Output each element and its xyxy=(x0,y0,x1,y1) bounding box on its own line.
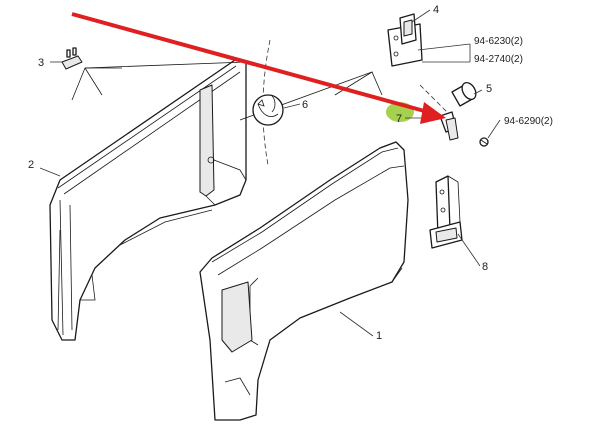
label-part-4: 4 xyxy=(433,4,439,16)
label-code-94-2740: 94-2740(2) xyxy=(474,54,523,65)
part-1-fender xyxy=(199,141,409,421)
screw-94-6290 xyxy=(479,137,489,147)
part-5-spacer xyxy=(451,81,477,107)
part-3-clip xyxy=(61,47,83,70)
part-6-harness xyxy=(252,94,284,126)
label-part-1: 1 xyxy=(376,330,382,342)
label-part-7: 7 xyxy=(396,113,402,125)
label-part-5: 5 xyxy=(486,83,492,95)
label-part-8: 8 xyxy=(482,261,488,273)
label-code-94-6290: 94-6290(2) xyxy=(504,116,553,127)
label-part-6: 6 xyxy=(302,99,308,111)
label-part-2: 2 xyxy=(28,159,34,171)
label-part-3: 3 xyxy=(38,57,44,69)
part-2-side-panel xyxy=(49,59,247,341)
label-code-94-6230: 94-6230(2) xyxy=(474,36,523,47)
part-8-bracket xyxy=(429,175,463,249)
callout-arrow xyxy=(71,12,446,124)
part-4-hinge xyxy=(387,13,423,67)
